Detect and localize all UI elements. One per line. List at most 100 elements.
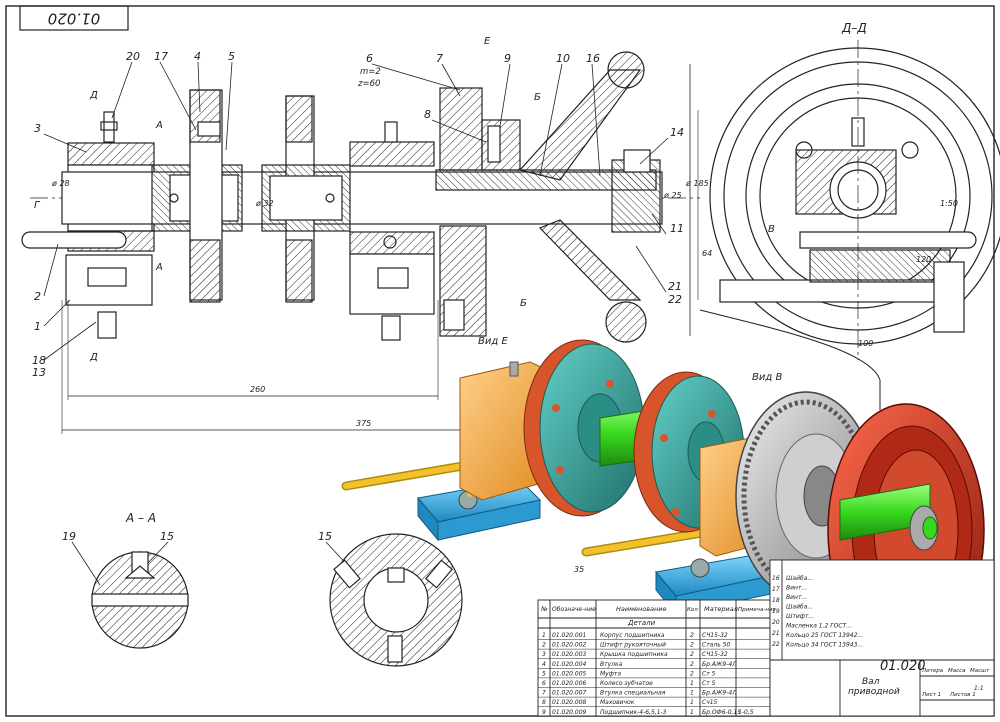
spec-cell-code: 01.020.008 [552,699,587,706]
code-rotated: 01.020 [48,10,101,28]
spec-cell-code: 01.020.004 [552,661,587,668]
spec-cell-qty: 2 [690,642,694,649]
spec-right-name: Винт... [786,585,807,592]
section-bb-view [329,533,463,667]
main-section-view [21,51,700,434]
spec-cell-pos: 4 [542,661,546,668]
spec-cell-mat: Бр.ОФ6-0,15 [702,709,741,716]
svg-text:Б: Б [534,92,541,103]
drawing-frame [5,5,995,717]
svg-text:18: 18 [32,354,46,367]
svg-text:19: 19 [62,530,76,543]
section-dd-label: Д–Д [841,21,867,35]
spec-cell-pos: 3 [542,651,546,658]
svg-text:21: 21 [668,280,682,293]
svg-text:ø 25: ø 25 [663,191,682,200]
spec-right-pos: 21 [772,630,780,637]
spec-cell-note: 1-0,5 [738,709,754,716]
spec-table-right-rows: 16171819202122Шайба...Винт...Винт...Шайб… [772,575,863,649]
spec-cell-name: Втулка [600,661,623,668]
spec-right-pos: 22 [772,641,780,648]
spec-cell-name: Штифт рукояточный [600,642,666,649]
spec-right-name: Штифт... [786,613,814,620]
spec-cell-qty: 2 [690,632,694,639]
svg-text:Обозначе-ние: Обозначе-ние [552,606,596,613]
svg-text:9: 9 [504,52,511,65]
spec-cell-name: Муфта [600,670,621,677]
spec-cell-code: 01.020.009 [552,709,587,716]
svg-text:64: 64 [702,249,712,258]
svg-text:2: 2 [34,290,41,303]
section-dd-view [699,40,1000,410]
svg-text:15: 15 [318,530,332,543]
spec-cell-mat: Ст 5 [702,670,716,677]
svg-text:35: 35 [574,565,584,574]
spec-cell-mat: Бр.АЖ9-4Л [702,690,737,697]
svg-text:Детали: Детали [627,619,656,627]
section-aa-view [91,551,189,649]
spec-cell-pos: 1 [542,632,546,639]
section-aa-label: А – А [125,511,156,525]
svg-text:z=60: z=60 [357,79,380,89]
specification-table [537,559,995,717]
svg-text:Масса: Масса [948,668,966,674]
svg-text:22: 22 [668,293,682,306]
spec-right-name: Масленка 1.2 ГОСТ... [786,623,852,630]
gear-parameters: m=2 z=60 [357,67,381,89]
svg-text:Д: Д [89,90,98,101]
svg-text:Кол: Кол [687,607,698,613]
svg-text:Д: Д [89,352,98,363]
spec-table-text: № Обозначе-ние Наименование Кол Материал… [540,605,777,627]
svg-text:ø 32: ø 32 [255,199,274,208]
spec-right-name: Винт... [786,594,807,601]
svg-text:ø 28: ø 28 [51,179,70,188]
svg-text:260: 260 [250,385,265,394]
spec-cell-name: Корпус подшипника [600,632,665,639]
spec-cell-qty: 1 [690,680,694,687]
svg-text:11: 11 [670,222,684,235]
svg-text:14: 14 [670,126,684,139]
svg-text:10: 10 [556,52,570,65]
title-code: 01.020 [880,659,926,674]
spec-cell-qty: 1 [690,690,694,697]
spec-cell-qty: 2 [690,661,694,668]
spec-cell-mat: Бр.АЖ9-4Л [702,661,737,668]
svg-text:ø 185: ø 185 [685,179,709,188]
title-name2: приводной [848,687,900,697]
spec-cell-qty: 2 [690,651,694,658]
spec-cell-name: Маховичок [600,699,635,706]
svg-text:17: 17 [154,50,168,63]
spec-cell-name: Крышка подшипника [600,651,668,658]
spec-cell-pos: 9 [542,709,546,716]
svg-text:4: 4 [194,50,201,63]
spec-cell-name: Втулка специальная [600,690,666,697]
svg-text:5: 5 [228,50,235,63]
title-name1: Вал [862,677,880,687]
view-v-label: Вид В [752,372,782,383]
spec-cell-code: 01.020.007 [552,690,587,697]
svg-text:375: 375 [356,419,371,428]
spec-cell-code: 01.020.005 [552,670,587,677]
spec-right-pos: 20 [772,619,780,626]
spec-cell-code: 01.020.003 [552,651,587,658]
svg-text:Материал: Материал [704,605,738,613]
slope-label: 1:50 [940,199,958,208]
svg-text:15: 15 [160,530,174,543]
svg-text:8: 8 [424,108,431,121]
spec-cell-name: Колесо зубчатое [600,680,653,687]
spec-cell-qty: 1 [690,699,694,706]
spec-cell-pos: 2 [542,642,546,649]
svg-text:1: 1 [34,320,41,333]
svg-text:16: 16 [586,52,600,65]
spec-right-pos: 17 [772,586,780,593]
spec-right-name: Кольцо 25 ГОСТ 13942... [786,632,863,639]
spec-cell-pos: 5 [542,670,546,677]
view-e-label: Вид Е [478,336,508,347]
svg-text:3: 3 [34,122,41,135]
spec-cell-pos: 7 [542,690,546,697]
svg-text:А: А [155,120,163,131]
spec-cell-name: Подшипник-4-6,5,1-3 [600,709,667,716]
svg-text:Масшт: Масшт [970,668,990,674]
